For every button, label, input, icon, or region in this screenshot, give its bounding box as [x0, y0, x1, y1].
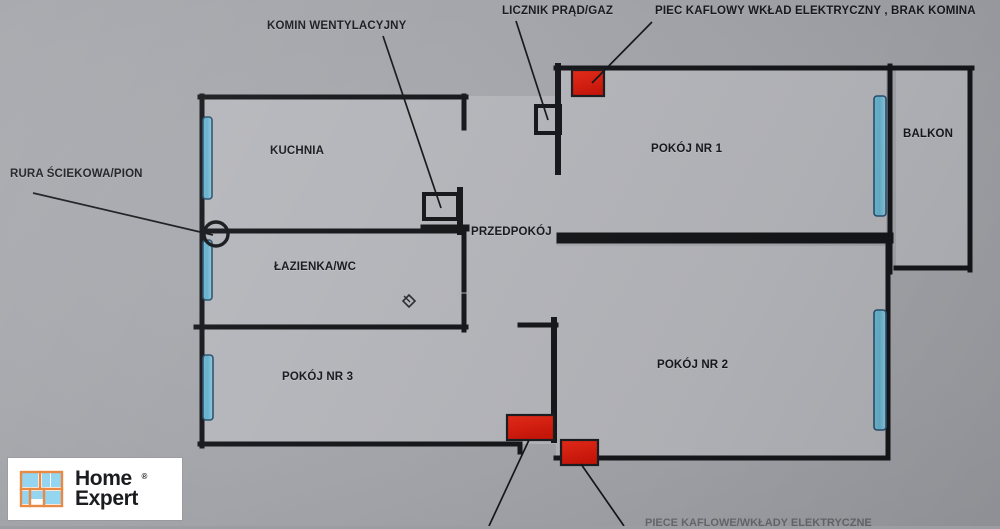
leader-piec [591, 21, 653, 84]
leader-licznik [515, 20, 549, 121]
room-label-lazienka-wc: ŁAZIENKA/WC [274, 261, 357, 273]
leader-komin [382, 35, 442, 209]
heating-elements [505, 68, 606, 467]
leader-piec-pokoj3 [488, 439, 530, 526]
window-pokoj3 [202, 354, 214, 421]
callout-licznik-prad-gaz: LICZNIK PRĄD/GAZ [502, 5, 614, 17]
leader-lines [32, 20, 653, 526]
window-kuchnia [202, 116, 213, 200]
floorplan-icon [19, 470, 64, 508]
callout-piec-kaflowy: PIEC KAFLOWY WKŁAD ELEKTRYCZNY , BRAK KO… [655, 5, 976, 17]
room-label-pokoj-nr-2: POKÓJ NR 2 [657, 359, 729, 371]
walls [193, 63, 975, 461]
registered-mark-icon: ® [141, 472, 147, 481]
callout-komin-wentylacyjny: KOMIN WENTYLACYJNY [267, 20, 407, 32]
callout-rura-sciekowa: RURA ŚCIEKOWA/PION [10, 168, 143, 180]
bottom-cropped-caption: PIECE KAFLOWE/WKŁADY ELEKTRYCZNE [645, 517, 872, 529]
logo-wordmark: Home Expert ® [75, 467, 147, 510]
rura-sciekowa-symbol [202, 220, 230, 248]
piec-kaflowy-pokoj2 [559, 438, 600, 467]
room-fills [201, 68, 972, 458]
leader-rura [32, 192, 214, 236]
logo-line-home: Home [75, 467, 132, 490]
room-label-pokoj-nr-1: POKÓJ NR 1 [651, 143, 723, 155]
piec-kaflowy-pokoj1 [570, 68, 606, 98]
leader-piec-pokoj2 [580, 463, 625, 526]
windows [202, 95, 887, 431]
window-lazienka [202, 239, 213, 301]
room-label-balkon: BALKON [903, 128, 954, 140]
home-expert-logo: Home Expert ® [8, 458, 182, 520]
window-pokoj2 [873, 309, 887, 431]
logo-line-expert: Expert [75, 487, 138, 510]
diamond-marker [401, 293, 417, 309]
room-label-pokoj-nr-3: POKÓJ NR 3 [282, 371, 354, 383]
room-label-kuchnia: KUCHNIA [270, 145, 325, 157]
room-label-przedpokoj: PRZEDPOKÓJ [471, 226, 552, 238]
window-pokoj1 [873, 95, 887, 217]
piec-kaflowy-pokoj3 [505, 413, 556, 442]
